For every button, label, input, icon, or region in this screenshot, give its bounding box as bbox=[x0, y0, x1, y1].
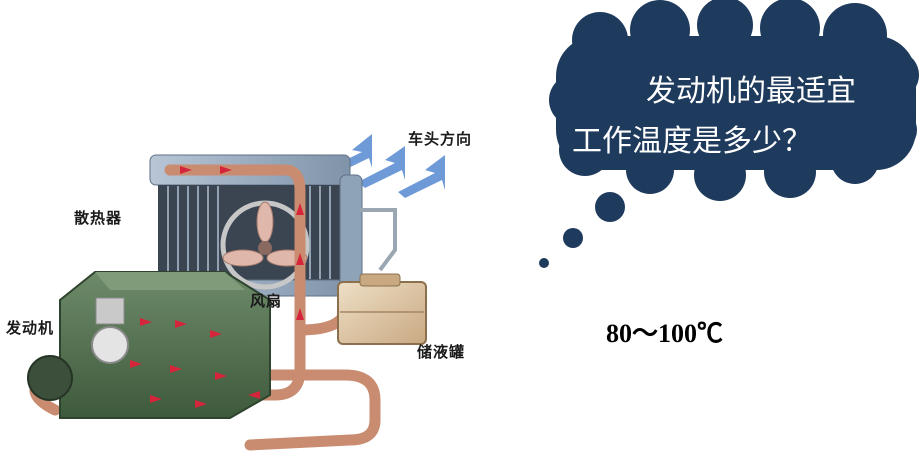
overflow-pipe bbox=[360, 208, 397, 272]
label-direction: 车头方向 bbox=[408, 130, 473, 148]
question-line-1: 发动机的最适宜 bbox=[646, 74, 856, 109]
label-engine: 发动机 bbox=[6, 319, 55, 337]
label-fan: 风扇 bbox=[250, 292, 283, 310]
engine-block bbox=[27, 271, 271, 419]
thought-dot-small bbox=[539, 258, 549, 268]
thought-dot-large bbox=[595, 192, 625, 222]
label-tank: 储液罐 bbox=[417, 343, 466, 361]
thought-dot-medium bbox=[563, 228, 583, 248]
expansion-tank bbox=[337, 273, 427, 345]
answer-text: 80～100℃ bbox=[606, 319, 724, 348]
question-line-2: 工作温度是多少？ bbox=[572, 124, 812, 159]
label-radiator: 散热器 bbox=[74, 209, 123, 227]
thought-bubble bbox=[549, 0, 919, 201]
coolant-flow-arrows bbox=[130, 166, 304, 408]
